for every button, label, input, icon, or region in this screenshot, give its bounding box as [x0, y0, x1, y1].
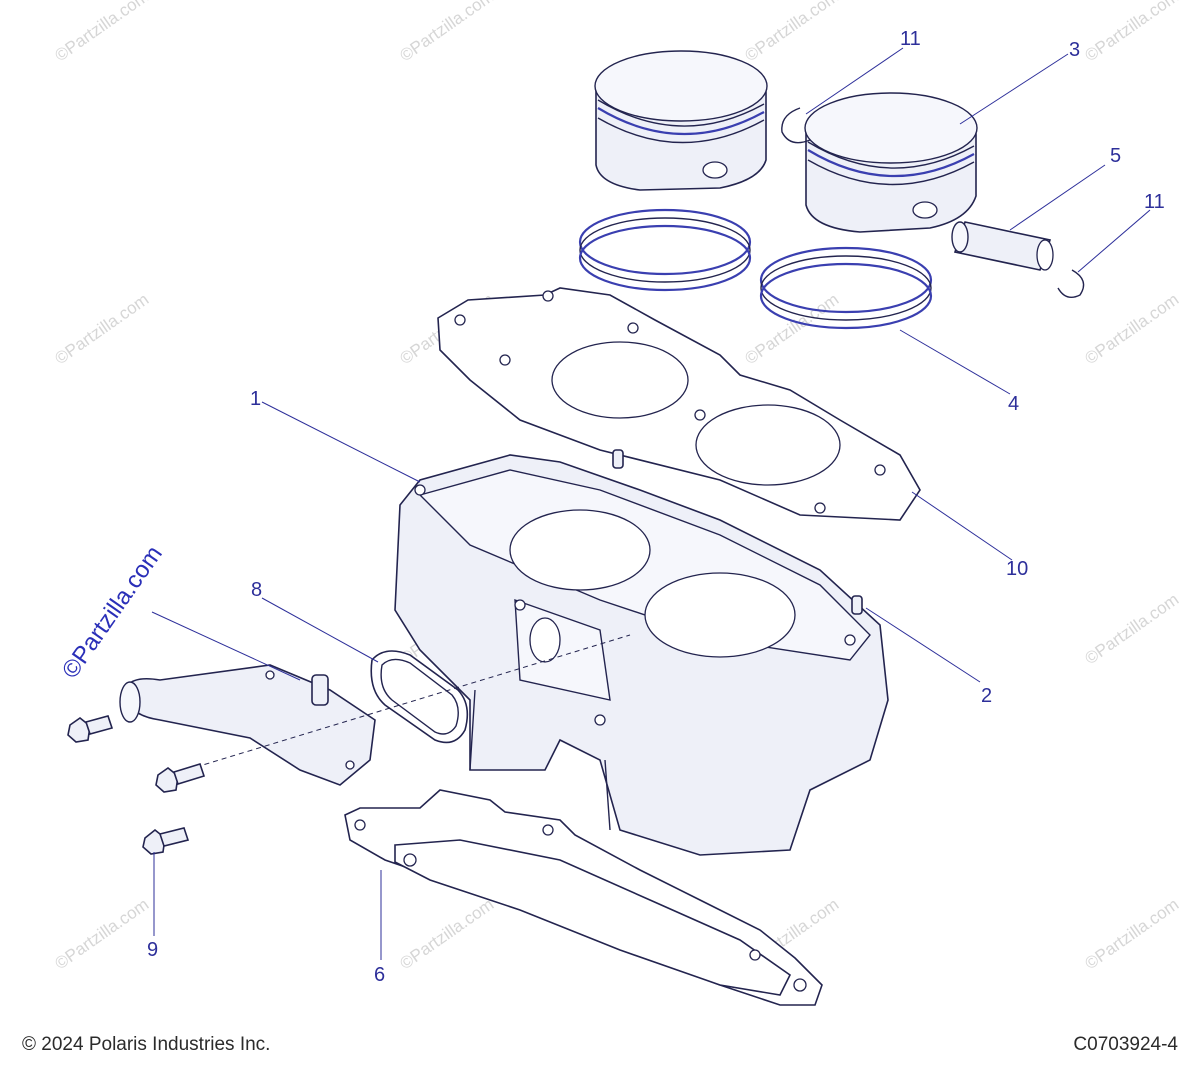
callouts: 1 2 3 4 5 6 8 9 10 11 11 [147, 28, 1165, 986]
watermark: ©Partzilla.com [741, 0, 842, 65]
callout-8: 8 [251, 579, 262, 601]
callout-5: 5 [1110, 145, 1121, 167]
cylinder-block[interactable] [394, 454, 889, 856]
o-ring-seal[interactable] [370, 650, 469, 744]
callout-3: 3 [1069, 39, 1080, 61]
bolt-upper[interactable] [67, 715, 114, 743]
dowel-pin-lower[interactable] [851, 595, 863, 615]
callout-1: 1 [250, 388, 261, 410]
watermark: ©Partzilla.com [51, 0, 152, 65]
head-gasket[interactable] [437, 287, 921, 521]
ring-set-left[interactable] [578, 208, 752, 292]
bolt-lower[interactable] [142, 827, 190, 855]
piston-right[interactable] [804, 92, 978, 233]
watermark: ©Partzilla.com [51, 290, 152, 369]
callout-6: 6 [374, 964, 385, 986]
piston-pin[interactable] [951, 221, 1054, 271]
watermark-accent: ©Partzilla.com [57, 541, 168, 684]
watermark: ©Partzilla.com [1081, 0, 1182, 65]
dowel-pin-upper[interactable] [612, 449, 624, 469]
water-inlet-fitting[interactable] [119, 634, 631, 786]
watermark: ©Partzilla.com [1081, 590, 1182, 669]
leader-lines [151, 47, 1151, 960]
piston-left[interactable] [594, 50, 768, 191]
copyright-notice: © 2024 Polaris Industries Inc. [22, 1034, 271, 1055]
callout-4: 4 [1008, 393, 1019, 415]
watermark: ©Partzilla.com [1081, 895, 1182, 974]
watermark: ©Partzilla.com [396, 0, 497, 65]
callout-11-upper: 11 [900, 28, 921, 50]
watermark: ©Partzilla.com [396, 895, 497, 974]
callout-2: 2 [981, 685, 992, 707]
callout-9: 9 [147, 939, 158, 961]
callout-11-lower: 11 [1144, 191, 1165, 213]
callout-10: 10 [1006, 558, 1028, 580]
watermark: ©Partzilla.com [1081, 290, 1182, 369]
base-gasket[interactable] [344, 789, 823, 1006]
watermark: ©Partzilla.com [51, 895, 152, 974]
watermark: ©Partzilla.com [741, 290, 842, 369]
circlip-lower[interactable] [1057, 269, 1085, 298]
diagram-code: C0703924-4 [1073, 1034, 1178, 1055]
ring-set-right[interactable] [759, 246, 933, 330]
circlip-upper[interactable] [781, 107, 811, 144]
bolt-middle[interactable] [155, 763, 206, 793]
